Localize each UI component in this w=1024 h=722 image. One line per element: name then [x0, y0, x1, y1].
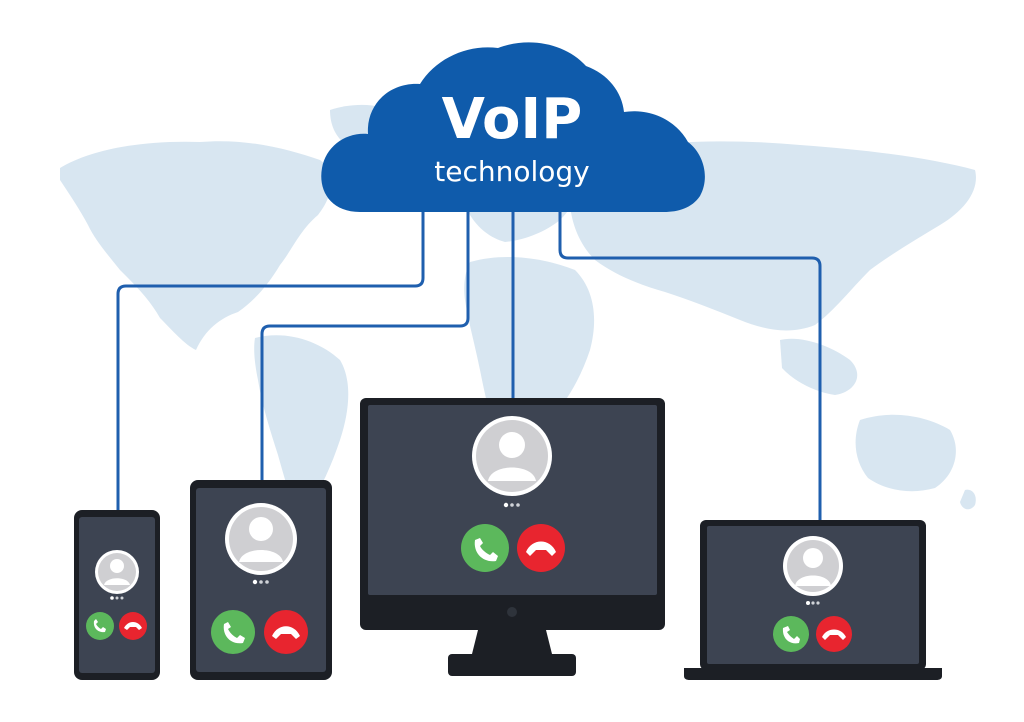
map-new-zealand	[960, 489, 976, 510]
accept-call-icon[interactable]	[773, 616, 809, 652]
tablet	[190, 480, 332, 680]
map-north-america	[60, 141, 332, 350]
phone-screen	[79, 517, 155, 673]
connector-phone	[116, 210, 425, 512]
decline-call-icon[interactable]	[264, 610, 308, 654]
map-africa	[464, 256, 595, 444]
page-dots	[806, 601, 820, 605]
smartphone	[74, 510, 160, 680]
laptop-base	[684, 668, 942, 680]
laptop	[684, 520, 942, 680]
page-dots	[110, 596, 124, 600]
decline-call-icon[interactable]	[517, 524, 565, 572]
voip-cloud: VoIP technology	[321, 42, 705, 212]
avatar	[95, 550, 139, 594]
accept-call-icon[interactable]	[86, 612, 114, 640]
cloud-subtitle: technology	[434, 155, 589, 188]
monitor-screen	[368, 405, 657, 595]
connectors	[116, 210, 822, 522]
page-dots	[503, 502, 520, 508]
page-dots	[252, 579, 269, 585]
avatar	[225, 503, 297, 575]
cloud-title: VoIP	[442, 87, 583, 152]
avatar	[472, 416, 552, 496]
desktop-monitor	[360, 398, 665, 676]
monitor-power-dot	[507, 607, 517, 617]
map-australia	[855, 414, 956, 492]
decline-call-icon[interactable]	[816, 616, 852, 652]
connector-laptop	[558, 210, 822, 522]
connector-tablet	[260, 210, 470, 483]
accept-call-icon[interactable]	[211, 610, 255, 654]
monitor-base	[448, 654, 576, 676]
avatar	[783, 536, 843, 596]
decline-call-icon[interactable]	[119, 612, 147, 640]
accept-call-icon[interactable]	[461, 524, 509, 572]
map-south-america	[254, 335, 349, 520]
monitor-stand	[472, 630, 552, 654]
cloud-shape	[321, 42, 705, 212]
